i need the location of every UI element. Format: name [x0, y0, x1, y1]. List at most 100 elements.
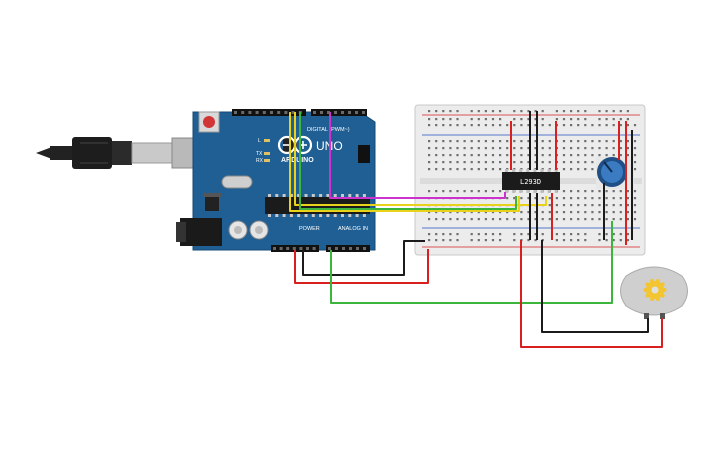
breadboard-hole	[562, 118, 566, 121]
breadboard-hole	[442, 239, 445, 242]
breadboard-hole	[499, 147, 502, 150]
breadboard-hole	[562, 197, 566, 200]
wire-yellow-1[interactable]	[289, 112, 520, 212]
header-pin	[277, 111, 281, 114]
breadboard-hole	[541, 211, 544, 214]
breadboard-hole	[513, 239, 516, 242]
breadboard-hole	[598, 118, 601, 121]
breadboard-hole	[562, 124, 566, 127]
breadboard-hole	[626, 211, 629, 214]
chip-pin	[533, 190, 537, 193]
chip-pin	[512, 169, 516, 172]
chip-pin	[540, 169, 544, 172]
breadboard-hole	[513, 218, 516, 221]
wire-green-digital[interactable]	[299, 112, 517, 210]
breadboard-hole	[562, 147, 566, 150]
breadboard-hole	[570, 211, 573, 214]
breadboard-hole	[442, 147, 445, 150]
wire-black-motor[interactable]	[541, 240, 649, 333]
breadboard-hole	[534, 161, 537, 164]
wire-black-gnd[interactable]	[302, 240, 425, 276]
breadboard-hole	[527, 110, 530, 113]
breadboard-hole	[612, 110, 615, 113]
chip-pin	[319, 214, 323, 217]
chip-pin	[282, 214, 286, 217]
breadboard-hole	[541, 233, 544, 236]
header-pin	[362, 111, 365, 114]
breadboard-hole	[527, 161, 530, 164]
header-pin	[335, 247, 338, 250]
header-pin	[286, 247, 290, 250]
breadboard-hole	[605, 190, 608, 193]
usb-plug-neck	[112, 141, 132, 165]
chip-label: L293D	[520, 178, 541, 186]
breadboard-hole	[584, 140, 587, 143]
breadboard-hole	[548, 197, 551, 200]
breadboard-hole	[577, 118, 580, 121]
wire-green-analog[interactable]	[330, 221, 613, 304]
breadboard-hole	[534, 124, 537, 127]
header-pin	[255, 111, 259, 114]
breadboard-hole	[541, 124, 544, 127]
wire-red-motor[interactable]	[520, 240, 663, 348]
breadboard-hole	[428, 154, 431, 157]
breadboard-hole	[570, 204, 573, 207]
breadboard-hole	[449, 168, 452, 171]
breadboard-hole	[534, 118, 537, 121]
breadboard-hole	[598, 110, 601, 113]
breadboard-hole	[541, 118, 544, 121]
breadboard-hole	[470, 218, 473, 221]
breadboard-hole	[626, 218, 629, 221]
breadboard-hole	[428, 110, 431, 113]
chip-pin	[526, 190, 530, 193]
breadboard-hole	[456, 168, 459, 171]
breadboard-hole	[548, 211, 551, 214]
breadboard-hole	[598, 204, 601, 207]
usb-plug-body	[72, 137, 112, 169]
breadboard-hole	[449, 190, 452, 193]
breadboard-hole	[456, 110, 459, 113]
breadboard-hole	[619, 239, 622, 242]
breadboard-hole	[477, 118, 480, 121]
gear-tooth	[655, 297, 660, 301]
breadboard-hole	[591, 161, 594, 164]
chip-pin	[326, 214, 330, 217]
wire-magenta-digital[interactable]	[329, 112, 506, 199]
reset-button-icon[interactable]	[198, 111, 220, 133]
breadboard-hole	[534, 233, 537, 236]
breadboard-hole	[577, 218, 580, 221]
chip-pin	[275, 194, 279, 197]
breadboard-hole	[605, 204, 608, 207]
header-pin	[270, 111, 273, 114]
breadboard-hole	[626, 118, 629, 121]
breadboard-hole	[562, 140, 566, 143]
potentiometer-icon[interactable]	[596, 157, 634, 189]
cable-tip	[36, 147, 52, 159]
breadboard-hole	[449, 161, 452, 164]
breadboard-hole	[534, 211, 537, 214]
l293d-chip[interactable]: L293D	[502, 169, 560, 193]
breadboard-hole	[470, 110, 473, 113]
breadboard-hole	[442, 211, 445, 214]
breadboard-hole	[591, 218, 594, 221]
breadboard-hole	[555, 218, 558, 221]
breadboard-hole	[484, 168, 487, 171]
wire-red-5v[interactable]	[294, 249, 429, 284]
dc-motor-icon[interactable]	[620, 266, 688, 319]
breadboard-hole	[506, 161, 509, 164]
crystal-oscillator	[221, 175, 253, 189]
breadboard-hole	[499, 154, 502, 157]
breadboard-hole	[612, 239, 615, 242]
gear-tooth	[660, 282, 665, 287]
breadboard-hole	[577, 161, 580, 164]
usb-plug-icon[interactable]	[36, 137, 198, 169]
wire-yellow-2[interactable]	[294, 112, 547, 206]
breadboard-hole	[435, 168, 438, 171]
arduino-board[interactable]: ARDUINO UNO DIGITAL (PWM~) POWER ANALOG …	[176, 109, 376, 252]
breadboard-hole	[562, 190, 566, 193]
breadboard-hole	[555, 197, 558, 200]
breadboard-hole	[584, 190, 587, 193]
gear-tooth	[655, 279, 660, 283]
breadboard-hole	[435, 140, 438, 143]
chip-pin	[289, 214, 293, 217]
